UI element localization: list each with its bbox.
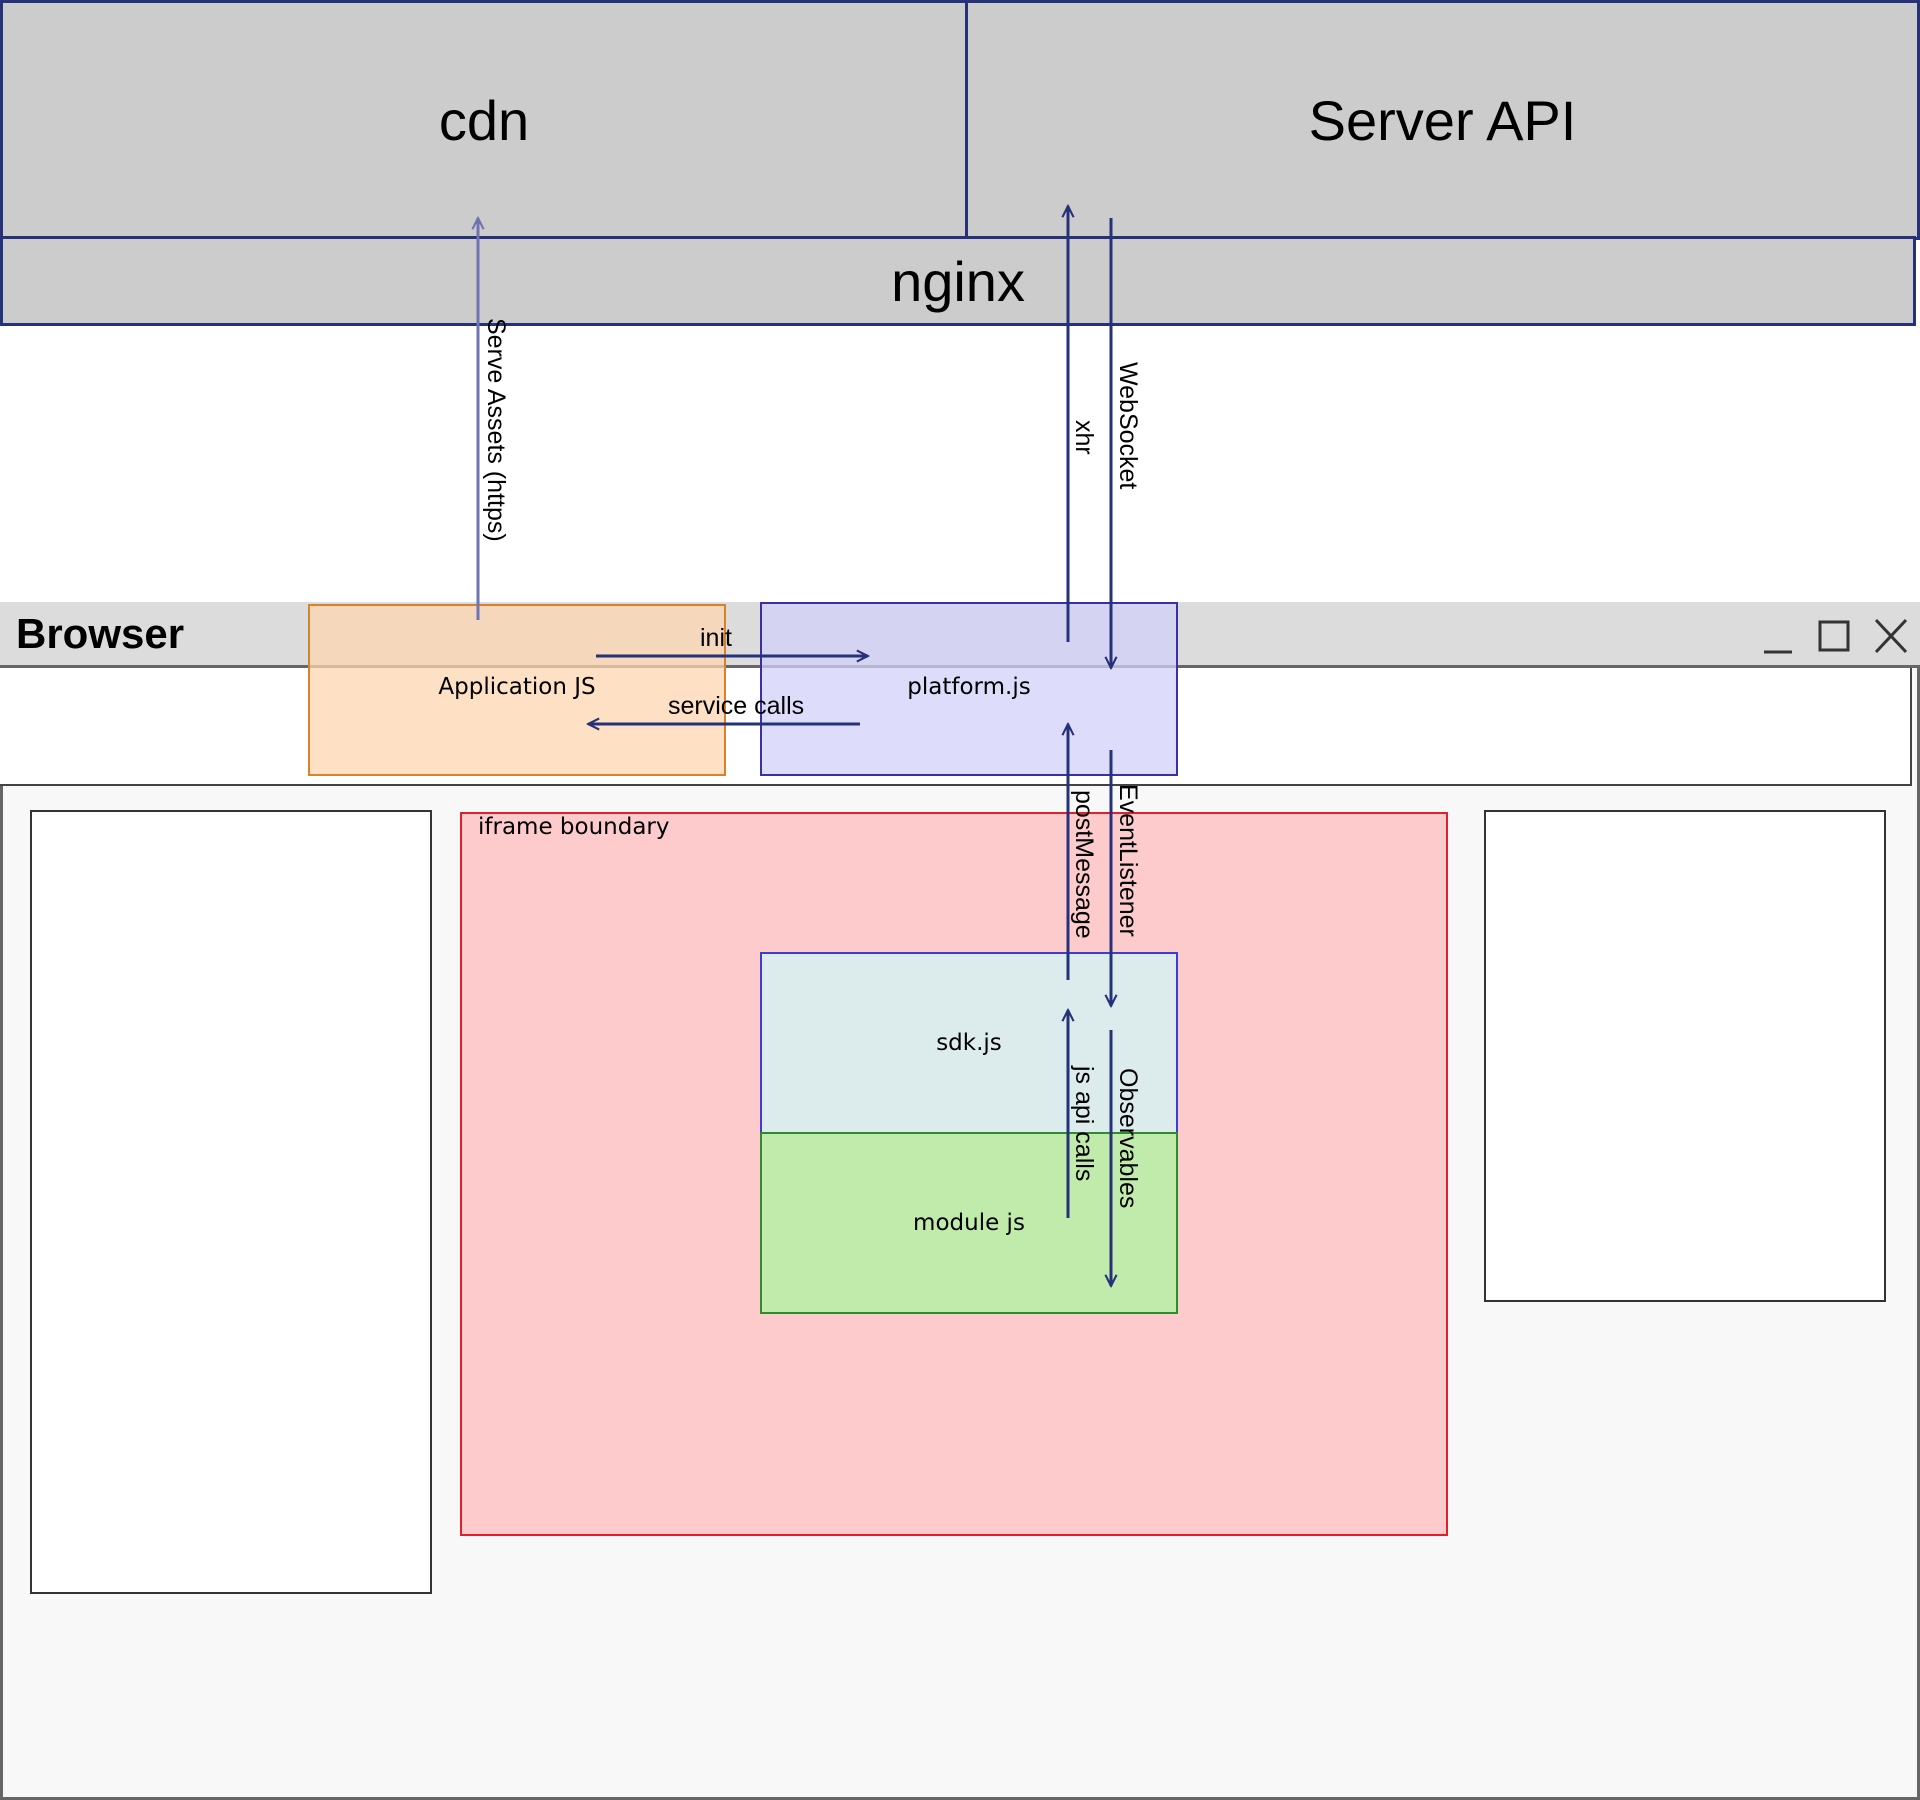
nginx-box: nginx bbox=[0, 236, 1916, 326]
application-js-box bbox=[308, 604, 726, 776]
cdn-box: cdn bbox=[0, 0, 968, 240]
sdk-js-label: sdk.js bbox=[936, 1030, 1002, 1056]
iframe-boundary-label: iframe boundary bbox=[478, 814, 670, 840]
service-calls-label: service calls bbox=[668, 692, 804, 720]
nginx-label: nginx bbox=[891, 249, 1025, 313]
platform-js-label: platform.js bbox=[907, 674, 1031, 700]
js-api-calls-label: js api calls bbox=[1070, 1065, 1098, 1181]
postmessage-label: postMessage bbox=[1070, 790, 1098, 939]
server-api-label: Server API bbox=[1308, 88, 1577, 152]
init-label: init bbox=[700, 624, 732, 652]
serve-assets-label: Serve Assets (https) bbox=[482, 318, 510, 542]
window-controls bbox=[1764, 618, 1908, 654]
xhr-label: xhr bbox=[1070, 420, 1098, 455]
platform-js-box bbox=[760, 602, 1178, 776]
right-panel bbox=[1484, 810, 1886, 1302]
cdn-label: cdn bbox=[438, 88, 530, 152]
sdk-js-box: sdk.js bbox=[760, 952, 1178, 1134]
left-panel bbox=[30, 810, 432, 1594]
maximize-icon[interactable] bbox=[1818, 620, 1850, 652]
browser-title: Browser bbox=[16, 610, 185, 657]
observables-label: Observables bbox=[1114, 1068, 1142, 1208]
application-js-label: Application JS bbox=[438, 674, 596, 700]
websocket-label: WebSocket bbox=[1114, 362, 1142, 489]
close-icon[interactable] bbox=[1874, 618, 1908, 654]
module-js-label: module js bbox=[913, 1210, 1025, 1236]
eventlistener-label: EventListener bbox=[1114, 784, 1142, 937]
